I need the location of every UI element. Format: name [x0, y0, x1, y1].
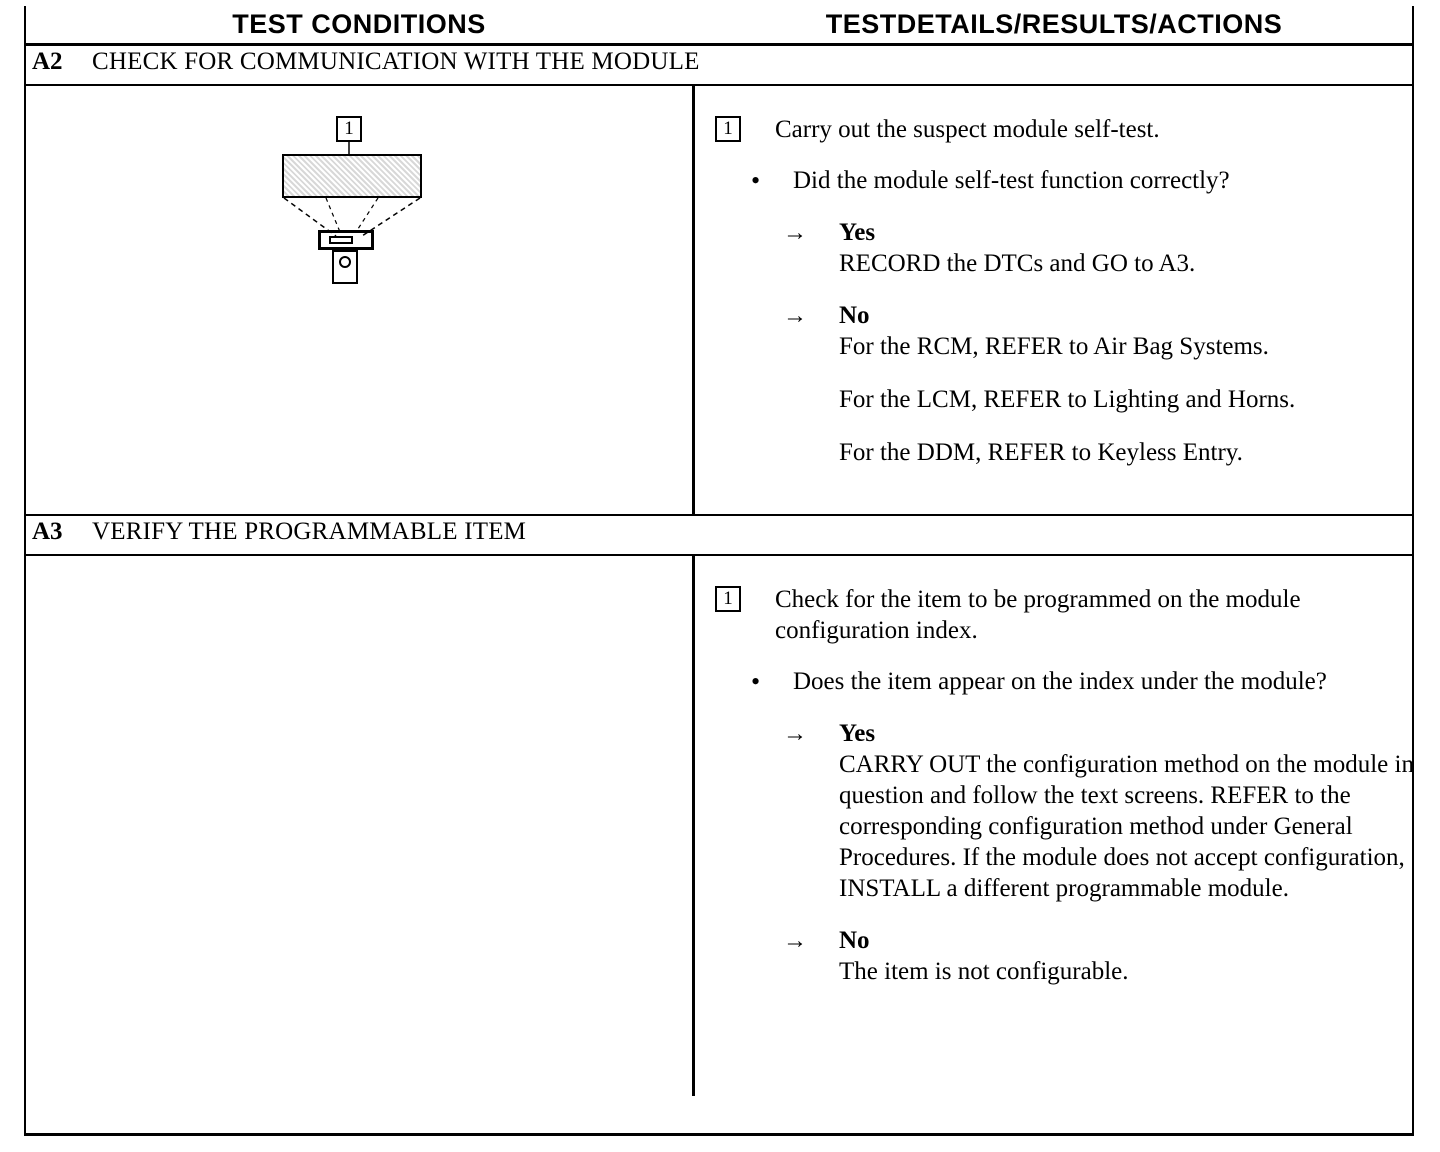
section-body-a2: 1 1 Carry out the suspect module self-te… — [26, 86, 1412, 516]
answer-no-a3: → No The item is not configurable. — [783, 926, 1416, 987]
question-text: Did the module self-test function correc… — [793, 167, 1230, 194]
arrow-right-icon: → — [783, 220, 807, 246]
test-conditions-cell-a3 — [26, 556, 692, 1096]
step-instruction-text: Carry out the suspect module self-test. — [775, 116, 1160, 143]
illustration-tester-button-icon — [339, 256, 351, 268]
answer-line: For the DDM, REFER to Keyless Entry. — [839, 439, 1243, 466]
step-number-badge: 1 — [715, 586, 741, 612]
answer-no-a2: → No For the RCM, REFER to Air Bag Syste… — [783, 301, 1416, 468]
illustration-tester-display-icon — [329, 236, 353, 244]
answer-line: RECORD the DTCs and GO to A3. — [839, 250, 1196, 277]
step-number-badge: 1 — [715, 116, 741, 142]
illustration-connector-lines — [283, 142, 421, 237]
illustration-tester-handle-icon — [332, 250, 358, 284]
answer-label-no: No — [839, 927, 870, 954]
diagnostic-test-table: TEST CONDITIONS TESTDETAILS/RESULTS/ACTI… — [24, 6, 1414, 1136]
bullet-dot-icon: • — [751, 166, 761, 195]
answer-yes-a3: → Yes CARRY OUT the configuration method… — [783, 719, 1416, 904]
question-text: Does the item appear on the index under … — [793, 668, 1327, 695]
illustration-tester-body-icon — [318, 230, 374, 250]
column-header-test-details: TESTDETAILS/RESULTS/ACTIONS — [825, 9, 1283, 39]
column-header-test-conditions: TEST CONDITIONS — [232, 9, 486, 39]
illustration-module-icon — [282, 154, 422, 198]
arrow-right-icon: → — [783, 721, 807, 747]
answer-line: The item is not configurable. — [839, 958, 1129, 985]
step-instruction-text: Check for the item to be programmed on t… — [775, 586, 1301, 644]
section-title-a2: CHECK FOR COMMUNICATION WITH THE MODULE — [92, 48, 700, 75]
step-a3-1: 1 Check for the item to be programmed on… — [695, 556, 1416, 646]
module-self-test-illustration: 1 — [26, 86, 692, 516]
section-code-a3: A3 — [32, 518, 63, 545]
answer-body-no: The item is not configurable. — [839, 956, 1416, 987]
question-bullet-a3: • Does the item appear on the index unde… — [751, 666, 1416, 697]
test-details-cell-a2: 1 Carry out the suspect module self-test… — [692, 86, 1416, 514]
test-conditions-cell-a2: 1 — [26, 86, 692, 514]
answer-line: For the RCM, REFER to Air Bag Systems. — [839, 333, 1269, 360]
section-code-a2: A2 — [32, 48, 63, 75]
test-details-cell-a3: 1 Check for the item to be programmed on… — [692, 556, 1416, 1096]
section-title-a3: VERIFY THE PROGRAMMABLE ITEM — [92, 518, 527, 545]
answer-label-yes: Yes — [839, 219, 876, 246]
question-bullet-a2: • Did the module self-test function corr… — [751, 165, 1416, 196]
section-body-a3: 1 Check for the item to be programmed on… — [26, 556, 1414, 1096]
arrow-right-icon: → — [783, 928, 807, 954]
section-bar-a2: A2 CHECK FOR COMMUNICATION WITH THE MODU… — [26, 46, 1412, 86]
answer-label-yes: Yes — [839, 720, 876, 747]
answer-yes-a2: → Yes RECORD the DTCs and GO to A3. — [783, 218, 1416, 279]
answer-line: For the LCM, REFER to Lighting and Horns… — [839, 386, 1296, 413]
step-a2-1: 1 Carry out the suspect module self-test… — [695, 86, 1416, 145]
answer-body-yes: CARRY OUT the configuration method on th… — [839, 749, 1416, 904]
illustration-callout-1: 1 — [336, 116, 362, 142]
section-bar-a3: A3 VERIFY THE PROGRAMMABLE ITEM — [26, 516, 1412, 556]
answer-body-no: For the RCM, REFER to Air Bag Systems. F… — [839, 331, 1416, 468]
arrow-right-icon: → — [783, 303, 807, 329]
answer-body-yes: RECORD the DTCs and GO to A3. — [839, 248, 1416, 279]
bullet-dot-icon: • — [751, 667, 761, 696]
table-header-row: TEST CONDITIONS TESTDETAILS/RESULTS/ACTI… — [26, 6, 1412, 46]
answer-line: CARRY OUT the configuration method on th… — [839, 751, 1414, 902]
answer-label-no: No — [839, 302, 870, 329]
